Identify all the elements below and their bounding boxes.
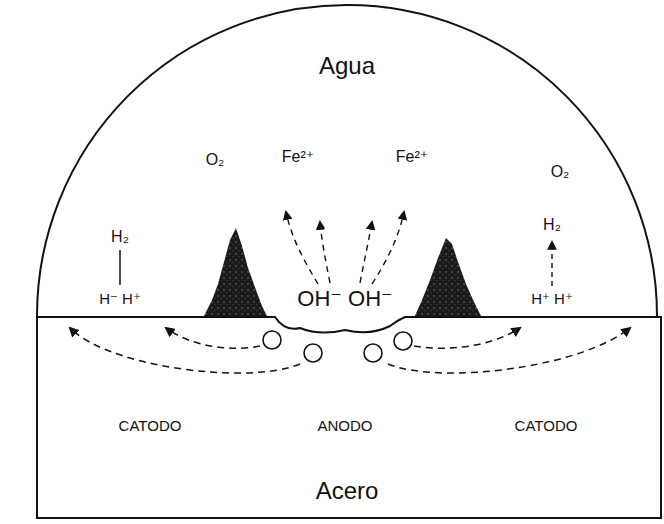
hydrogen-arrow: [551, 242, 552, 286]
ion-arrow: [286, 212, 318, 284]
electron-circle: [304, 344, 322, 362]
species-label: O₂: [204, 151, 227, 169]
current-arrow: [414, 328, 520, 348]
electron-circle: [364, 344, 382, 362]
species-label: H⁻ H⁺: [97, 291, 143, 308]
species-label: Fe²⁺: [394, 148, 430, 166]
species-label: H₂: [541, 216, 563, 234]
current-arrow: [166, 328, 260, 348]
steel-block-border: [37, 317, 661, 518]
species-label: Fe²⁺: [280, 148, 316, 166]
current-arrow: [388, 328, 630, 373]
ion-arrow: [372, 212, 404, 284]
ion-arrow: [320, 222, 330, 283]
electron-circle: [263, 331, 281, 349]
electron-circle: [394, 332, 412, 350]
region-name: Agua: [316, 53, 378, 79]
species-label: O₂: [549, 163, 572, 181]
bond-line: [119, 250, 121, 285]
rust-deposit: [203, 228, 268, 318]
species-label: H₂: [109, 228, 131, 246]
species-label: H⁺ H⁺: [529, 291, 575, 308]
water-dome-outline: [36, 4, 658, 317]
electrode-label: ANODO: [315, 418, 374, 435]
electrode-label: CATODO: [117, 418, 184, 435]
current-arrow: [70, 328, 300, 373]
water-dome-border: [37, 5, 657, 316]
ion-arrow: [360, 222, 372, 283]
rust-deposit: [414, 238, 482, 318]
region-name: Acero: [313, 478, 382, 504]
species-label: OH⁻ OH⁻: [295, 287, 394, 311]
electrode-label: CATODO: [513, 418, 580, 435]
water-dome: Agua: [36, 4, 658, 317]
